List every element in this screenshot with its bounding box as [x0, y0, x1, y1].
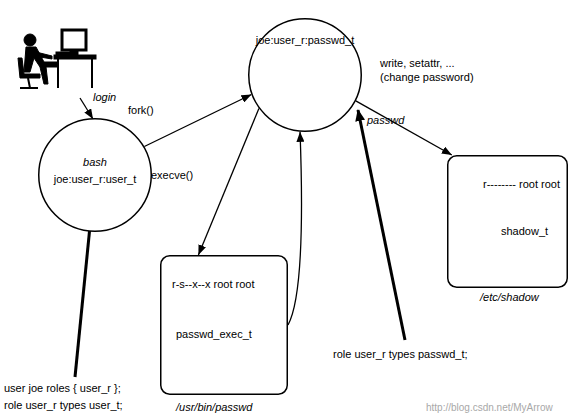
node-text: shadow_t [501, 225, 548, 238]
watermark: http://blog.csdn.net/MyArrow [426, 401, 553, 415]
policy-rule: user joe roles { user_r }; [4, 381, 121, 395]
action-label: login [93, 90, 116, 104]
policy-leader-arrow [358, 110, 405, 340]
circle-outline [249, 19, 362, 132]
file-path: /etc/shadow [480, 291, 539, 304]
transition-arrow [356, 101, 452, 155]
domain-circle: joe:user_r:passwd_t [248, 18, 362, 132]
box-outline [161, 256, 288, 395]
keyboard [56, 52, 70, 55]
node-text: r-------- root root [483, 178, 560, 191]
node-text: bash [38, 156, 152, 169]
box-outline [448, 156, 568, 288]
file-box: r-s--x--x root rootpasswd_exec_t/usr/bin… [160, 255, 288, 395]
policy-rule: role user_r types user_t; [4, 398, 123, 412]
person-head [24, 34, 36, 46]
transition-arrow [288, 132, 302, 325]
node-text: r-s--x--x root root [172, 278, 255, 291]
node-text: joe:user_r:passwd_t [248, 34, 362, 47]
node-text: passwd_exec_t [176, 328, 252, 341]
user-at-computer [18, 30, 96, 88]
policy-rule: role user_r types passwd_t; [333, 347, 468, 361]
edge-label: fork() [128, 103, 154, 117]
edge-label: write, setattr, ... (change password) [380, 56, 484, 84]
desk-top [54, 55, 96, 59]
file-path: /usr/bin/passwd [176, 401, 252, 414]
transition-arrow [144, 94, 251, 146]
chair [18, 58, 40, 78]
domain-circle: bash joe:user_r:user_t [38, 118, 152, 232]
node-text: joe:user_r:user_t [38, 173, 152, 186]
person-leg [40, 67, 48, 84]
transition-arrow [198, 109, 258, 255]
monitor [62, 30, 86, 50]
program-label: passwd [367, 113, 404, 127]
edge-label: execve() [151, 168, 193, 182]
chair-base [20, 78, 38, 88]
login-arrow [80, 98, 93, 119]
file-box: r-------- root rootshadow_t/etc/shadow [447, 155, 568, 288]
monitor-stand [70, 50, 78, 55]
node-outline [447, 155, 568, 288]
desk-legs [58, 59, 92, 88]
circle-outline [39, 119, 152, 232]
node-outline [160, 255, 288, 395]
person-arm [34, 52, 52, 59]
